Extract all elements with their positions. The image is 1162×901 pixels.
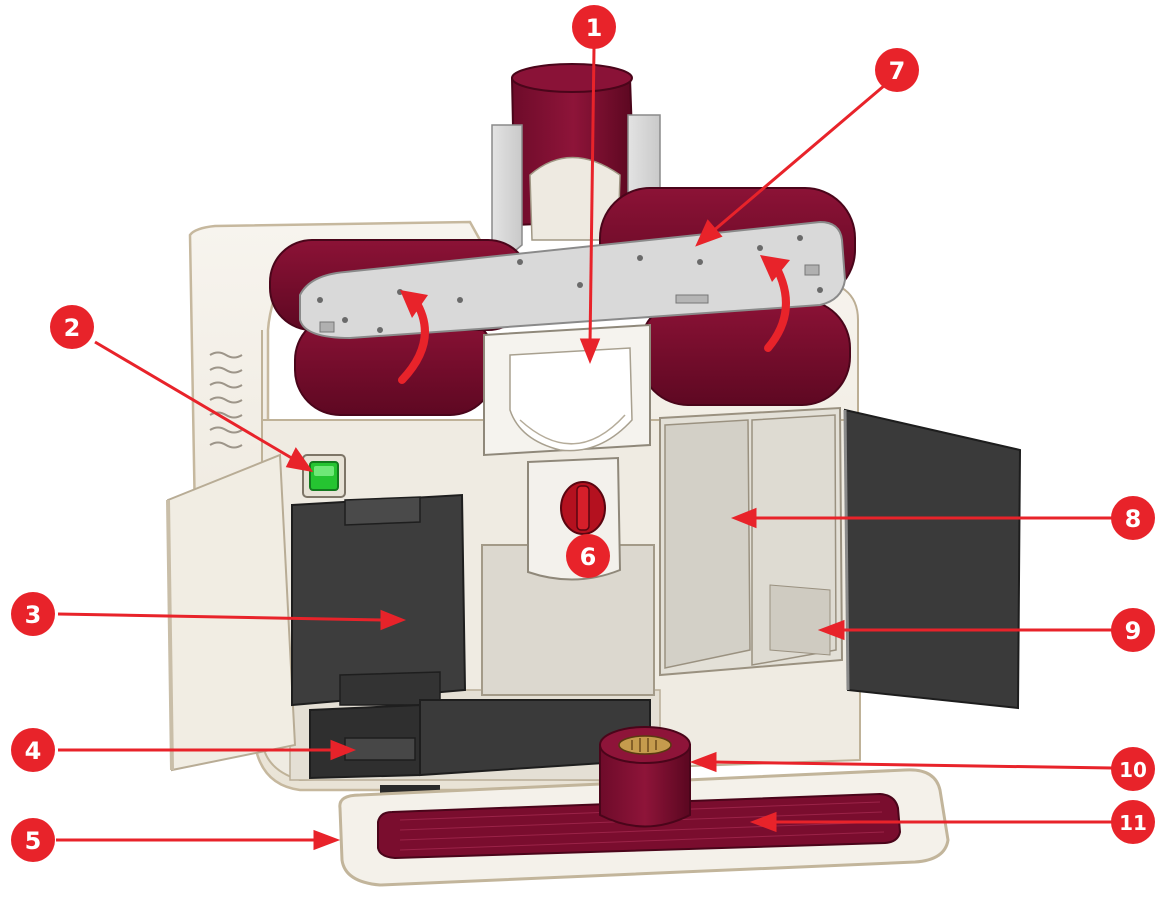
water-tank	[291, 493, 467, 707]
callout-2-label: 2	[64, 314, 81, 342]
grounds-drawer	[309, 699, 651, 793]
callouts: 1 2 3 4 5 6 7 8	[11, 5, 1155, 862]
right-door	[843, 408, 1022, 710]
rotation-arrow-right	[764, 261, 790, 352]
rotation-arrow-left	[398, 296, 429, 384]
leader-line-3	[57, 612, 386, 622]
power-switch	[302, 454, 346, 498]
leader-line-2	[94, 340, 296, 462]
milk-container	[599, 726, 691, 828]
rotation-arrowhead-left	[400, 290, 428, 318]
leader-line-1	[588, 47, 596, 346]
grinder-chute	[483, 323, 651, 457]
callout-1: 1	[572, 5, 616, 49]
leader-line-10	[711, 760, 1113, 770]
callout-7-label: 7	[889, 57, 906, 85]
callout-6: 6	[566, 534, 610, 578]
callout-10-label: 10	[1119, 758, 1147, 782]
side-vent	[209, 351, 243, 449]
callout-9-label: 9	[1125, 617, 1142, 645]
callout-4-label: 4	[25, 737, 42, 765]
left-door	[166, 453, 297, 772]
callout-8: 8	[1111, 496, 1155, 540]
callout-3-label: 3	[25, 601, 42, 629]
callout-11: 11	[1111, 800, 1155, 844]
rotation-arrows	[398, 261, 790, 384]
callout-5: 5	[11, 818, 55, 862]
callout-6-label: 6	[580, 543, 597, 571]
callout-9: 9	[1111, 608, 1155, 652]
callout-2: 2	[50, 305, 94, 349]
callout-1-label: 1	[586, 14, 603, 42]
callout-8-label: 8	[1125, 505, 1142, 533]
bean-hopper	[510, 63, 637, 241]
callout-5-label: 5	[25, 827, 42, 855]
leader-line-7	[711, 83, 886, 234]
callout-3: 3	[11, 592, 55, 636]
rotation-arrowhead-right	[760, 255, 790, 282]
right-compartment	[659, 406, 844, 677]
callout-10: 10	[1111, 747, 1155, 791]
callout-11-label: 11	[1119, 811, 1147, 835]
leader-lines	[56, 47, 1113, 851]
callout-4: 4	[11, 728, 55, 772]
top-covers	[269, 187, 856, 416]
callout-7: 7	[875, 48, 919, 92]
